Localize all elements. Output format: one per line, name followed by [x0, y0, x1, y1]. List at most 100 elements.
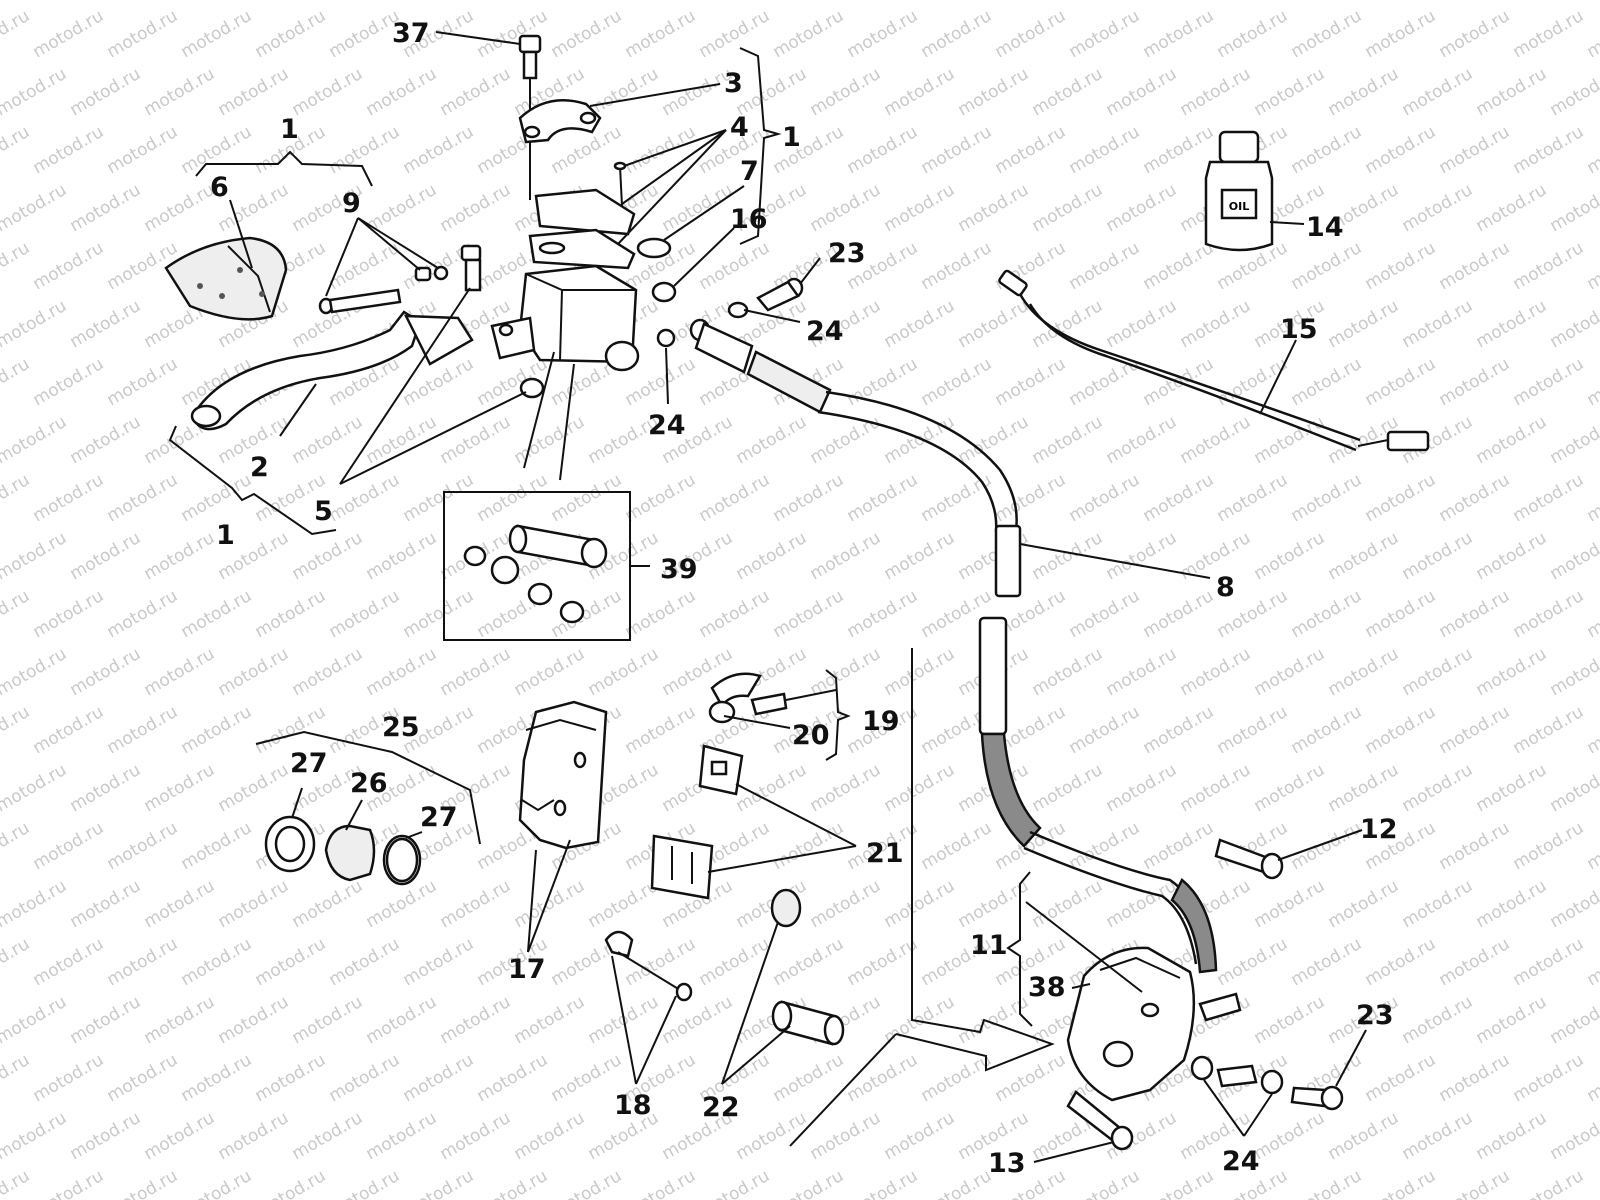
watermark-text: motod.ru	[511, 412, 589, 468]
watermark-text: motod.ru	[178, 470, 256, 526]
watermark-text: motod.ru	[1214, 470, 1292, 526]
watermark-text: motod.ru	[1547, 0, 1600, 4]
watermark-text: motod.ru	[1399, 180, 1477, 236]
watermark-text: motod.ru	[104, 1050, 182, 1106]
watermark-text: motod.ru	[474, 1050, 552, 1106]
callout-5: 5	[314, 496, 333, 527]
watermark-text: motod.ru	[1288, 6, 1366, 62]
watermark-text: motod.ru	[141, 0, 219, 4]
watermark-text: motod.ru	[548, 1166, 626, 1200]
watermark-text: motod.ru	[918, 6, 996, 62]
watermark-text: motod.ru	[104, 702, 182, 758]
watermark-text: motod.ru	[1103, 180, 1181, 236]
watermark-text: motod.ru	[881, 296, 959, 352]
watermark-text: motod.ru	[1325, 528, 1403, 584]
callout-15: 15	[1280, 314, 1318, 345]
watermark-text: motod.ru	[1066, 238, 1144, 294]
callout-21: 21	[866, 838, 904, 869]
part-16-bushing	[651, 281, 677, 303]
watermark-text: motod.ru	[1436, 1050, 1514, 1106]
callout-23-lower: 23	[1356, 1000, 1394, 1031]
watermark-text: motod.ru	[1473, 296, 1551, 352]
part-13-caliper-bolt	[1066, 1090, 1134, 1151]
watermark-text: motod.ru	[0, 992, 70, 1048]
watermark-text: motod.ru	[1510, 934, 1588, 990]
bottle-label: OIL	[1229, 200, 1249, 213]
callout-37: 37	[392, 18, 430, 49]
watermark-text: motod.ru	[104, 6, 182, 62]
watermark-text: motod.ru	[67, 412, 145, 468]
watermark-text: motod.ru	[30, 470, 108, 526]
watermark-text: motod.ru	[1288, 122, 1366, 178]
watermark-text: motod.ru	[1584, 818, 1600, 874]
watermark-text: motod.ru	[807, 876, 885, 932]
watermark-text: motod.ru	[30, 238, 108, 294]
watermark-text: motod.ru	[1473, 1108, 1551, 1164]
part-5-pushrod	[460, 244, 482, 292]
watermark-text: motod.ru	[363, 528, 441, 584]
watermark-text: motod.ru	[30, 586, 108, 642]
watermark-text: motod.ru	[696, 6, 774, 62]
watermark-text: motod.ru	[1325, 1108, 1403, 1164]
watermark-text: motod.ru	[0, 180, 70, 236]
watermark-text: motod.ru	[252, 1166, 330, 1200]
watermark-text: motod.ru	[1325, 876, 1403, 932]
watermark-text: motod.ru	[215, 760, 293, 816]
watermark-text: motod.ru	[0, 1166, 33, 1200]
part-7-cap	[636, 237, 672, 259]
watermark-text: motod.ru	[289, 528, 367, 584]
callout-26: 26	[350, 768, 388, 799]
watermark-text: motod.ru	[30, 818, 108, 874]
watermark-text: motod.ru	[955, 0, 1033, 4]
watermark-text: motod.ru	[1510, 354, 1588, 410]
part-9-pivot-bolt	[318, 265, 449, 315]
watermark-text: motod.ru	[0, 818, 33, 874]
watermark-text: motod.ru	[1214, 6, 1292, 62]
watermark-text: motod.ru	[1177, 644, 1255, 700]
watermark-text: motod.ru	[1399, 992, 1477, 1048]
callout-17: 17	[508, 954, 546, 985]
watermark-text: motod.ru	[400, 1050, 478, 1106]
watermark-text: motod.ru	[1399, 64, 1477, 120]
watermark-text: motod.ru	[696, 934, 774, 990]
watermark-text: motod.ru	[252, 934, 330, 990]
watermark-text: motod.ru	[1510, 1166, 1588, 1200]
watermark-text: motod.ru	[1251, 644, 1329, 700]
watermark-text: motod.ru	[1473, 644, 1551, 700]
watermark-text: motod.ru	[1473, 180, 1551, 236]
callout-24-lower: 24	[1222, 1146, 1260, 1177]
watermark-text: motod.ru	[326, 934, 404, 990]
watermark-text: motod.ru	[770, 470, 848, 526]
watermark-text: motod.ru	[1510, 6, 1588, 62]
part-18-pad-pin	[604, 930, 693, 1002]
callout-23-upper: 23	[828, 238, 866, 269]
callout-38: 38	[1028, 972, 1066, 1003]
watermark-text: motod.ru	[1066, 586, 1144, 642]
watermark-text: motod.ru	[0, 586, 33, 642]
watermark-text: motod.ru	[733, 0, 811, 4]
callout-14: 14	[1306, 212, 1344, 243]
watermark-text: motod.ru	[1103, 876, 1181, 932]
watermark-text: motod.ru	[0, 122, 33, 178]
watermark-text: motod.ru	[104, 470, 182, 526]
watermark-text: motod.ru	[1251, 992, 1329, 1048]
watermark-text: motod.ru	[289, 412, 367, 468]
watermark-text: motod.ru	[696, 586, 774, 642]
watermark-text: motod.ru	[992, 6, 1070, 62]
callout-3: 3	[724, 68, 743, 99]
watermark-text: motod.ru	[1140, 586, 1218, 642]
watermark-text: motod.ru	[881, 412, 959, 468]
watermark-text: motod.ru	[1584, 1050, 1600, 1106]
watermark-text: motod.ru	[918, 122, 996, 178]
watermark-text: motod.ru	[0, 64, 70, 120]
watermark-text: motod.ru	[67, 180, 145, 236]
part-24-washers-upper	[656, 301, 749, 348]
watermark-text: motod.ru	[1362, 934, 1440, 990]
watermark-text: motod.ru	[807, 0, 885, 4]
watermark-text: motod.ru	[0, 0, 70, 4]
watermark-text: motod.ru	[1362, 1050, 1440, 1106]
watermark-text: motod.ru	[252, 6, 330, 62]
watermark-text: motod.ru	[1325, 0, 1403, 4]
watermark-text: motod.ru	[289, 992, 367, 1048]
part-25-seal-kit	[264, 815, 422, 886]
